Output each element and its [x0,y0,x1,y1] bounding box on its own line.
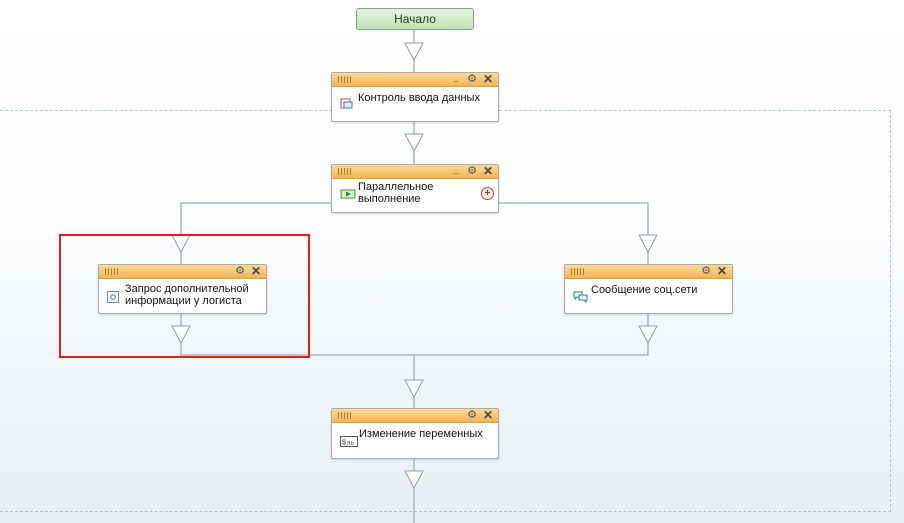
drag-handle-icon[interactable] [571,268,585,275]
svg-text:a: a [347,441,351,447]
arrow-marker [404,470,424,490]
arrow-marker [404,42,424,62]
svg-text:b: b [351,441,354,447]
block-header[interactable]: ⚙ ✕ [332,409,498,423]
gear-icon[interactable]: ⚙ [467,165,477,177]
close-icon[interactable]: ✕ [482,164,494,178]
gear-icon[interactable]: ⚙ [467,409,477,421]
drag-handle-icon[interactable] [338,168,352,175]
parallel-execution-icon [340,189,356,199]
block-label-line1: Параллельное [358,181,434,193]
arrow-marker [171,234,191,254]
close-icon[interactable]: ✕ [482,408,494,422]
gear-icon[interactable]: ⚙ [467,73,477,85]
arrow-marker [404,133,424,153]
chat-icon [573,291,588,303]
block-header[interactable]: ⚙ ✕ [99,265,266,279]
close-icon[interactable]: ✕ [716,264,728,278]
block-label-line2: информации у логиста [125,295,242,307]
gear-icon[interactable]: ⚙ [701,265,711,277]
block-header[interactable]: ⚙ ✕ [565,265,732,279]
block-label-line2: выполнение [358,193,421,205]
block-label-line1: Запрос дополнительной [125,283,249,295]
variables-icon: $ a b [340,436,358,447]
start-node[interactable]: Начало [356,8,474,30]
block-change-variables[interactable]: ⚙ ✕ $ a b Изменение переменных [331,408,499,459]
block-input-control[interactable]: _ ⚙ ✕ Контроль ввода данных [331,72,499,122]
block-label: Изменение переменных [359,428,483,440]
drag-handle-icon[interactable] [338,412,352,419]
arrow-marker [638,234,658,254]
block-parallel[interactable]: _ ⚙ ✕ Параллельное выполнение + [331,164,499,213]
block-label: Контроль ввода данных [358,92,480,104]
close-icon[interactable]: ✕ [250,264,262,278]
task-icon [107,291,119,303]
block-header[interactable]: _ ⚙ ✕ [332,163,498,179]
block-label: Сообщение соц.сети [591,284,698,296]
block-header[interactable]: _ ⚙ ✕ [332,71,498,87]
input-form-icon [340,98,353,109]
drag-handle-icon[interactable] [338,76,352,83]
block-social-message[interactable]: ⚙ ✕ Сообщение соц.сети [564,264,733,314]
arrow-marker [171,325,191,345]
gear-icon[interactable]: ⚙ [235,265,245,277]
add-branch-icon[interactable]: + [481,187,494,200]
arrow-marker [404,379,424,399]
minimize-icon[interactable]: _ [452,163,460,175]
block-request-info[interactable]: ⚙ ✕ Запрос дополнительной информации у л… [98,264,267,314]
close-icon[interactable]: ✕ [482,72,494,86]
svg-text:$: $ [342,440,346,447]
minimize-icon[interactable]: _ [452,71,460,83]
drag-handle-icon[interactable] [105,268,119,275]
arrow-marker [638,325,658,345]
